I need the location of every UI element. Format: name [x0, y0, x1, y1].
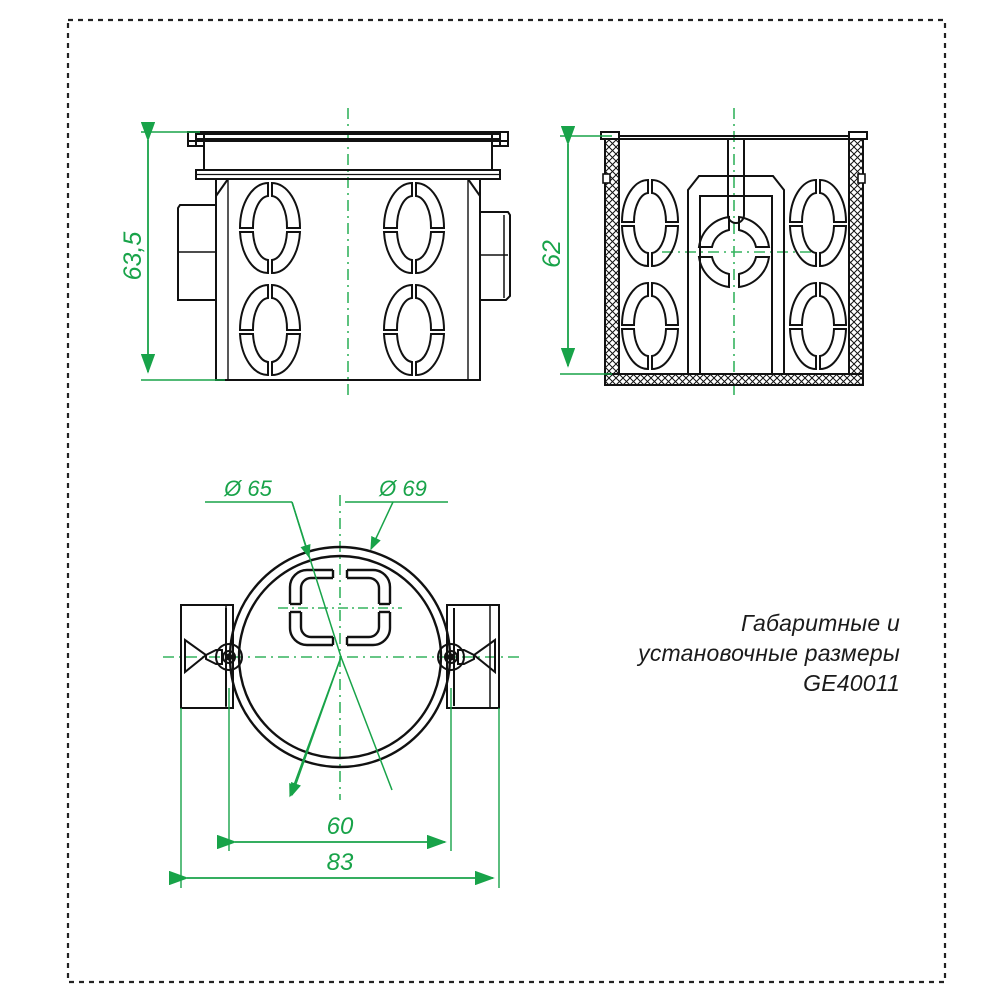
dimension-width-60: 60	[217, 688, 452, 851]
d69-arrow-upper	[370, 501, 394, 551]
section-knockout-group-left	[620, 178, 680, 371]
right-conduit-entry	[479, 211, 511, 301]
knockout-group-right	[382, 181, 446, 377]
dimension-width-83: 83	[169, 708, 500, 888]
dimension-diameter-69: Ø 69	[340, 476, 448, 791]
dimension-label-63-5: 63,5	[119, 232, 147, 281]
inner-circle-d65	[237, 554, 443, 760]
knockout-group-left	[238, 181, 302, 377]
plan-view: Ø 65 Ø 69 60	[163, 476, 520, 888]
dimension-label-d65: Ø 65	[223, 476, 272, 501]
section-view: 62	[538, 108, 868, 400]
leader-center-to-lower-left	[289, 656, 342, 798]
center-square-knockout	[288, 568, 392, 647]
title-block: Габаритные и установочные размеры GE4001…	[600, 608, 900, 698]
d65-arrow-upper	[291, 501, 311, 559]
lid-assembly	[187, 131, 509, 147]
left-conduit-entry	[177, 204, 217, 301]
collar	[195, 146, 501, 180]
d69-leader-lower	[299, 657, 341, 793]
dimension-label-83: 83	[327, 849, 354, 876]
center-circular-knockout	[697, 215, 771, 289]
dimension-label-62: 62	[538, 240, 566, 268]
dimension-label-60: 60	[327, 813, 354, 840]
ring-side-tabs	[225, 608, 455, 706]
dimension-depth-62: 62	[538, 126, 612, 375]
sheet-border	[66, 18, 947, 984]
mounting-ear-right	[437, 604, 500, 709]
section-interior-outline	[619, 135, 849, 140]
section-knockout-group-right	[788, 178, 848, 371]
dimension-height-63-5: 63,5	[119, 122, 225, 381]
title-line-2: установочные размеры	[638, 640, 900, 666]
title-line-3: GE40011	[803, 670, 900, 696]
dimension-label-d69: Ø 69	[378, 476, 427, 501]
front-elevation-view: 63,5	[119, 108, 511, 398]
title-line-1: Габаритные и	[741, 610, 900, 636]
